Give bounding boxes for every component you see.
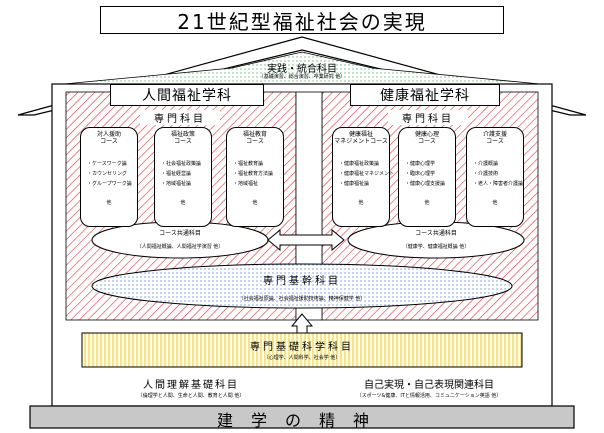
right-base-sub: 〔スポーツ&健康、ITと情報活用、コミュニケーション英語 他〕 <box>356 393 502 399</box>
course-foot: 他 <box>252 200 258 206</box>
course-card: 福祉教育 コース ・福祉教育論 ・福祉教育方法論 ・地域福祉 他 <box>226 127 284 227</box>
course-item: ・福祉教育論 <box>233 161 264 167</box>
course-item: ・老人・障害者介護論 <box>473 181 524 187</box>
course-item: ・福祉教育方法論 <box>233 171 274 177</box>
course-card: 福祉政策 コース ・社会福祉政策論 ・福祉経営論 ・地域福祉論 他 <box>154 127 212 227</box>
course-title: 健康心理 コース <box>414 131 439 145</box>
course-foot: 他 <box>424 200 430 206</box>
course-item: ・カウンセリング <box>87 171 128 177</box>
foundation-basic-band <box>81 332 523 368</box>
right-base-label: 自己実現・自己表現関連科目 <box>364 380 494 391</box>
common-sub-right: 〔健康学、健康福祉概論 他〕 <box>402 244 470 250</box>
course-foot: 他 <box>106 200 112 206</box>
foundation-basic-sub: 〔心理学、人間科学、社会学 他〕 <box>263 355 341 361</box>
common-title-right: コース共通科目 <box>415 230 457 237</box>
specialized-basic-sub: 〔社会福祉原論、社会福祉援助技術論、精神保健学 他〕 <box>238 296 366 302</box>
course-item: ・介護技術 <box>473 171 499 177</box>
course-item: ・健康福祉論 <box>339 181 370 187</box>
course-item: ・地域福祉論 <box>161 181 192 187</box>
roof-outline <box>17 36 587 116</box>
course-foot: 他 <box>492 200 498 206</box>
course-title: 福祉教育 コース <box>242 131 267 145</box>
course-card: 健康心理 コース ・健康心理学 ・臨床心理学 ・健康心理支援論 他 <box>398 127 456 227</box>
course-foot: 他 <box>180 200 186 206</box>
foundation-basic-label: 専門基礎科学科目 <box>250 342 354 353</box>
foundation-base <box>29 405 575 429</box>
course-item: ・臨床心理学 <box>405 171 436 177</box>
common-title-left: コース共通科目 <box>159 230 201 237</box>
dept-subtitle-right: 専門科目 <box>388 110 468 125</box>
course-title: 介護支援 コース <box>482 131 507 145</box>
dept-title-left: 人間福祉学科 <box>110 84 264 106</box>
course-item: ・社会福祉政策論 <box>161 161 202 167</box>
dept-title-right: 健康福祉学科 <box>350 84 500 106</box>
course-card: 介護支援 コース ・介護概論 ・介護技術 ・老人・障害者介護論 他 <box>466 127 524 227</box>
double-arrow <box>267 228 345 252</box>
common-sub-left: 〔人間福祉概論、人間福祉学演習 他〕 <box>136 244 224 250</box>
course-item: ・ケースワーク論 <box>87 161 127 167</box>
specialized-basic-label: 専門基幹科目 <box>263 276 341 287</box>
specialized-basic-ellipse <box>91 263 513 309</box>
course-item: ・グループワーク論 <box>87 181 132 187</box>
left-base-label: 人間理解基礎科目 <box>143 380 239 391</box>
roof-sub: （基礎演習、総合演習、卒業研究 他） <box>258 74 346 80</box>
course-item: ・健康心理学 <box>405 161 436 167</box>
course-foot: 他 <box>358 200 364 206</box>
course-item: ・福祉経営論 <box>161 171 192 177</box>
course-title: 対人援助 コース <box>96 131 121 145</box>
course-card: 健康福祉 マネジメントコース ・健康福祉政策論 ・健康福祉マネジメント ・健康福… <box>332 127 395 227</box>
foundation-label: 建学の精神 <box>216 411 387 430</box>
course-item: ・介護概論 <box>473 161 499 167</box>
course-card: 対人援助 コース ・ケースワーク論 ・カウンセリング ・グループワーク論 他 <box>80 127 138 227</box>
course-item: ・健康心理支援論 <box>405 181 446 187</box>
left-base-sub: 〔倫理学と人間、生命と人間、教育と人間 他〕 <box>137 393 245 399</box>
page-title: 21世紀型福祉社会の実現 <box>100 6 504 34</box>
course-item: ・地域福祉 <box>233 181 259 187</box>
course-title: 健康福祉 マネジメントコース <box>334 131 388 145</box>
dept-subtitle-left: 専門科目 <box>140 110 220 125</box>
roof-label: 実践・統合科目 <box>267 64 337 75</box>
course-item: ・健康福祉政策論 <box>339 161 380 167</box>
course-title: 福祉政策 コース <box>170 131 195 145</box>
course-item: ・健康福祉マネジメント <box>339 171 395 177</box>
